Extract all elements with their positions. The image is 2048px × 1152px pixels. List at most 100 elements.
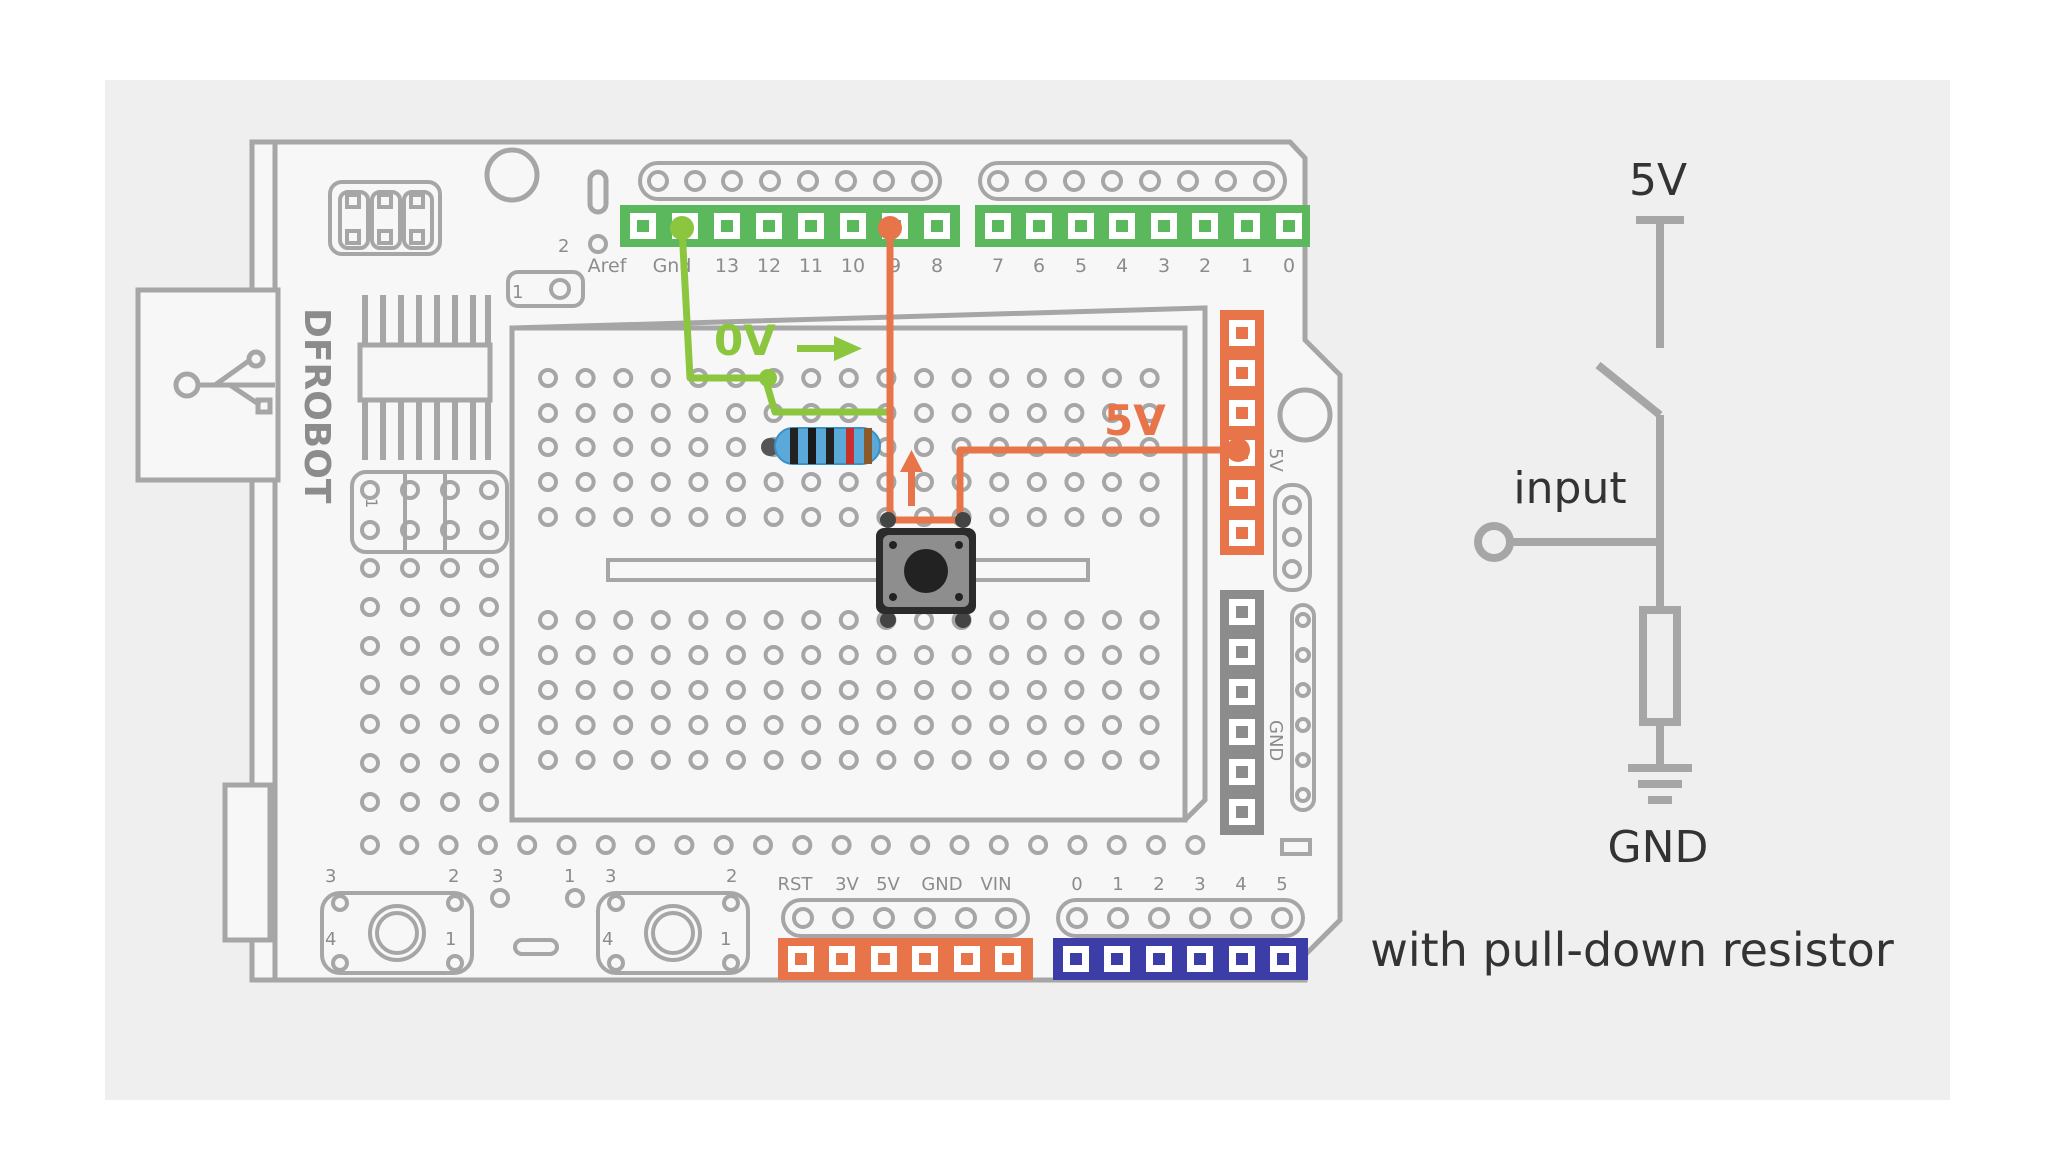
hole [650, 507, 671, 527]
hole [876, 368, 897, 388]
hole [613, 437, 634, 457]
hole [479, 480, 499, 500]
hole [951, 368, 972, 388]
hole [713, 835, 734, 855]
hole [1102, 610, 1122, 630]
hole [1102, 750, 1122, 770]
header-side-label-1: 1 [362, 498, 381, 508]
hole [1064, 715, 1085, 735]
hole [989, 472, 1010, 492]
board-button-right [596, 891, 750, 975]
hole [575, 750, 596, 770]
hole [914, 645, 934, 665]
hole [538, 507, 558, 527]
hole [801, 368, 822, 388]
hole [479, 714, 499, 734]
hole [838, 680, 859, 700]
pin-label-0: 0 [1283, 255, 1295, 277]
hole [538, 403, 558, 423]
hole [440, 714, 460, 734]
hole [1139, 507, 1160, 527]
analog-label-3: 3 [1194, 874, 1205, 895]
pin-label-aref: Aref [588, 255, 628, 277]
pin-label-7: 7 [992, 255, 1004, 277]
pin-label-3: 3 [1158, 255, 1170, 277]
hole [1026, 645, 1047, 665]
hole [1139, 715, 1160, 735]
hole [914, 680, 934, 700]
hole [650, 403, 671, 423]
hole [753, 835, 773, 855]
green-wire-end-resistor [759, 369, 777, 387]
hole [1064, 403, 1085, 423]
vcc-label: 5V [1629, 155, 1687, 206]
analog-round-header [1056, 898, 1305, 938]
hole [1139, 750, 1160, 770]
hole [575, 645, 596, 665]
hole [477, 835, 498, 855]
hole [1139, 610, 1160, 630]
hole [613, 507, 634, 527]
hole [949, 835, 970, 855]
hole [838, 715, 859, 735]
hole [726, 715, 746, 735]
orange-wire-end-5v [1226, 438, 1250, 462]
hole [688, 437, 709, 457]
hole [613, 368, 634, 388]
analog-label-4: 4 [1235, 874, 1246, 895]
power-label-5v: 5V [876, 874, 900, 895]
pin-label-2: 2 [1199, 255, 1211, 277]
hole [400, 520, 420, 540]
hole [989, 610, 1010, 630]
hole [1064, 680, 1085, 700]
hole [1139, 645, 1160, 665]
hole [801, 715, 822, 735]
resistor [761, 427, 881, 465]
hole [650, 750, 671, 770]
hole [726, 472, 746, 492]
hole [538, 472, 558, 492]
hole [1102, 507, 1122, 527]
hole [1026, 472, 1047, 492]
hole [876, 472, 897, 492]
hole [876, 645, 897, 665]
hole [688, 645, 709, 665]
hole [674, 835, 695, 855]
hole [517, 835, 538, 855]
hole [479, 520, 499, 540]
mid-label-3: 3 [492, 866, 503, 887]
schematic [1474, 216, 1692, 804]
hole [360, 558, 380, 578]
hole [538, 645, 558, 665]
hole [479, 636, 499, 656]
hole [400, 753, 420, 773]
hole [538, 750, 558, 770]
hole [989, 368, 1010, 388]
hole [650, 368, 671, 388]
hole [1026, 610, 1047, 630]
hole [801, 645, 822, 665]
usb-icon [173, 349, 275, 415]
hole [1185, 835, 1206, 855]
hole [876, 715, 897, 735]
analog-label-0: 0 [1071, 874, 1082, 895]
hole [575, 368, 596, 388]
hole [400, 714, 420, 734]
hole [688, 472, 709, 492]
side-gnd-header [1220, 590, 1264, 835]
pin-label-12: 12 [757, 255, 781, 277]
hole [726, 437, 746, 457]
pin-label-10: 10 [841, 255, 865, 277]
hole [1064, 472, 1085, 492]
perf-holes [360, 480, 499, 812]
hole [1106, 835, 1127, 855]
hole [726, 750, 746, 770]
hole [360, 636, 380, 656]
hole [613, 645, 634, 665]
hole [440, 558, 460, 578]
hole [1102, 715, 1122, 735]
hole [440, 792, 460, 812]
hole [801, 507, 822, 527]
hole [988, 835, 1009, 855]
